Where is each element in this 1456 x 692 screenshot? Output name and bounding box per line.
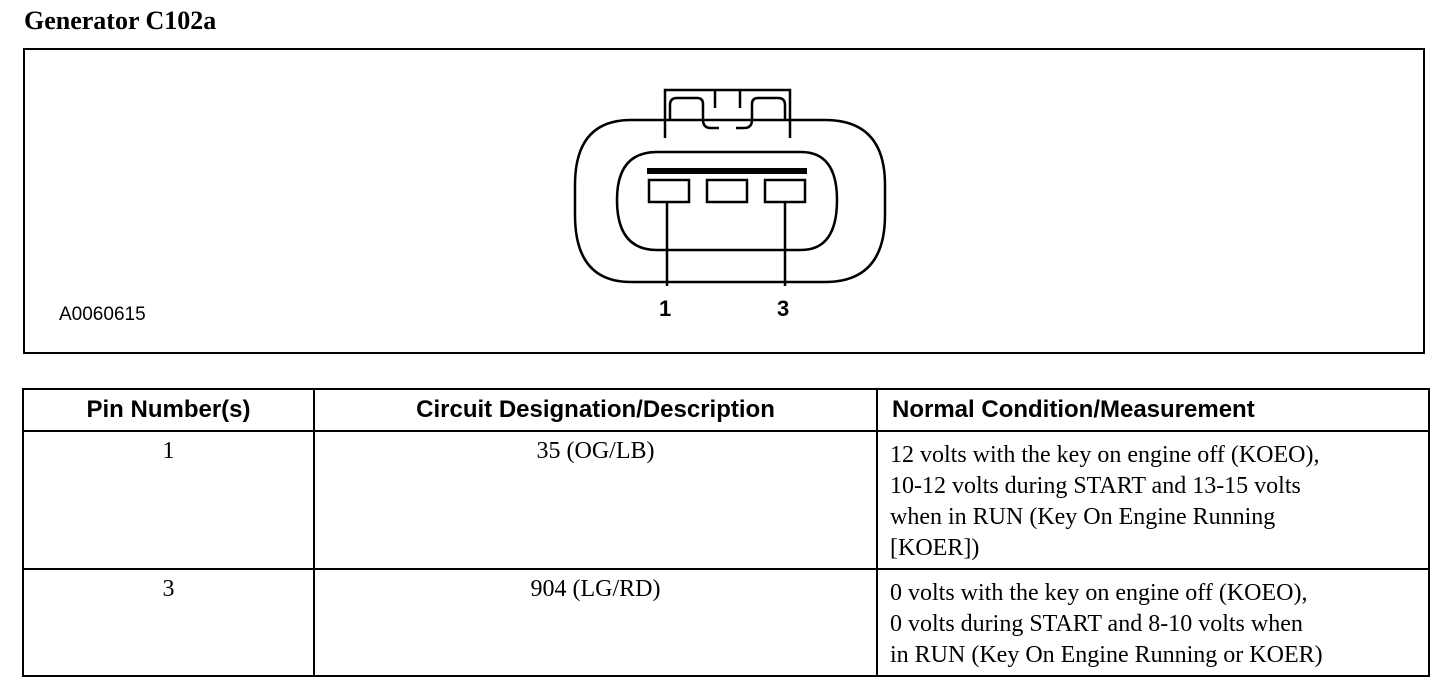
- condition-line: 12 volts with the key on engine off (KOE…: [890, 442, 1320, 468]
- page-title: Generator C102a: [24, 6, 217, 35]
- table-header-row: Pin Number(s) Circuit Designation/Descri…: [22, 388, 1430, 432]
- condition-line: 0 volts with the key on engine off (KOEO…: [890, 580, 1308, 606]
- latch-detail-right: [736, 96, 787, 130]
- cell-pin: 3: [22, 568, 315, 677]
- connector-figure: A0060615 1 3: [23, 48, 1425, 354]
- figure-id: A0060615: [59, 304, 146, 325]
- pin-table: Pin Number(s) Circuit Designation/Descri…: [22, 388, 1430, 677]
- cell-condition: 0 volts with the key on engine off (KOEO…: [876, 568, 1430, 677]
- pin-label-1: 1: [659, 296, 672, 321]
- cell-circuit: 904 (LG/RD): [313, 568, 878, 677]
- condition-line: 0 volts during START and 8-10 volts when: [890, 611, 1303, 637]
- header-condition: Normal Condition/Measurement: [876, 388, 1430, 432]
- table-row: 1 35 (OG/LB) 12 volts with the key on en…: [22, 430, 1430, 570]
- connector-housing: [573, 118, 887, 284]
- header-circuit: Circuit Designation/Description: [313, 388, 878, 432]
- condition-line: 10-12 volts during START and 13-15 volts: [890, 473, 1301, 499]
- terminal-3: [763, 178, 807, 204]
- connector-drawing: [573, 88, 887, 286]
- cell-condition: 12 volts with the key on engine off (KOE…: [876, 430, 1430, 570]
- cell-pin: 1: [22, 430, 315, 570]
- cell-circuit: 35 (OG/LB): [313, 430, 878, 570]
- pin-label-3: 3: [777, 296, 790, 321]
- header-pin-number: Pin Number(s): [22, 388, 315, 432]
- latch-detail: [668, 96, 719, 130]
- table-row: 3 904 (LG/RD) 0 volts with the key on en…: [22, 568, 1430, 677]
- condition-line: [KOER]): [890, 535, 980, 561]
- connector-latch: [663, 88, 792, 138]
- terminal-2: [705, 178, 749, 204]
- terminal-1: [647, 178, 691, 204]
- connector-key-bar: [647, 168, 807, 174]
- condition-line: in RUN (Key On Engine Running or KOER): [890, 642, 1323, 668]
- condition-line: when in RUN (Key On Engine Running: [890, 504, 1276, 530]
- connector-face: [615, 150, 839, 252]
